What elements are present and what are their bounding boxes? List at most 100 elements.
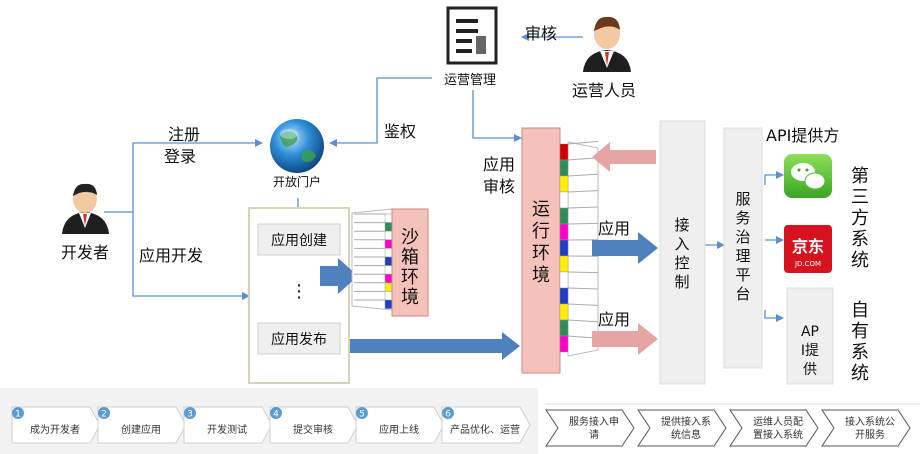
publish-to-runtime-arrow — [350, 332, 520, 360]
sandbox-char-1: 沙 — [401, 227, 419, 248]
step-chevron — [97, 406, 187, 444]
process-arrow — [637, 409, 727, 447]
process-step-line1: 运维人员配 — [753, 415, 803, 428]
process-step-line2: 统信息 — [671, 428, 701, 441]
runtime-row-marker — [559, 335, 569, 353]
dev-box: 应用创建 ⋮ 应用发布 — [248, 207, 350, 384]
process-arrow — [545, 409, 635, 447]
process-step-line2: 请 — [589, 428, 599, 441]
runtime-row-marker — [559, 223, 569, 241]
step-chevron — [11, 406, 101, 444]
step-label: 成为开发者 — [30, 423, 80, 436]
app-dev-label: 应用开发 — [139, 246, 203, 265]
gov-char-2: 务 — [735, 209, 750, 227]
sandbox-row-marker — [384, 222, 393, 232]
dev-to-portal-line — [104, 139, 263, 213]
runtime-char-2: 行 — [532, 221, 550, 242]
step-badge — [356, 407, 368, 419]
developer-icon — [62, 183, 109, 234]
sandbox-row-marker — [384, 239, 393, 249]
sandbox-row-marker — [384, 213, 393, 223]
ops-to-portal-line — [329, 77, 432, 147]
own-api-line-1: AP — [801, 324, 819, 340]
sandbox-row-marker — [384, 248, 393, 258]
own-api-line-2: I提 — [801, 343, 819, 359]
sandbox-row-marker — [384, 256, 393, 266]
runtime-row-marker — [559, 303, 569, 321]
register-label-1: 注册 — [168, 125, 200, 144]
gov-char-4: 理 — [735, 247, 750, 265]
own-system-char-2: 有 — [851, 321, 869, 342]
incoming-pink-arrow — [592, 142, 656, 172]
review-label: 审核 — [525, 24, 557, 43]
step-label: 创建应用 — [121, 423, 161, 436]
process-step-line2: 开服务 — [855, 428, 885, 441]
step-item-1: 1 成为开发者 — [11, 406, 101, 444]
runtime-char-1: 运 — [532, 199, 550, 220]
process-step-line1: 接入系统公 — [845, 415, 895, 428]
sandbox-char-3: 环 — [401, 267, 419, 288]
authenticate-label: 鉴权 — [384, 122, 416, 141]
step-number: 2 — [101, 410, 107, 420]
sandbox-row-marker — [384, 282, 393, 292]
wechat-icon — [784, 154, 832, 198]
ellipsis-mark: ⋮ — [290, 281, 308, 302]
runtime-to-access-blue-arrow — [592, 232, 658, 264]
step-number: 3 — [187, 410, 193, 420]
runtime-env: 运 行 环 境 — [521, 127, 599, 374]
runtime-row-marker — [559, 207, 569, 225]
register-label-2: 登录 — [164, 147, 196, 166]
ops-person-icon — [583, 16, 631, 72]
step-chevron — [441, 406, 531, 444]
step-badge — [98, 407, 110, 419]
runtime-row-line — [567, 157, 599, 161]
jd-logo-subtext: JD.COM — [794, 260, 821, 268]
sandbox: 沙 箱 环 境 — [351, 208, 429, 317]
step-number: 1 — [15, 410, 21, 420]
runtime-row-line — [567, 222, 599, 225]
step-label: 应用上线 — [379, 423, 419, 436]
ops-person-label: 运营人员 — [572, 81, 636, 100]
connector-lines — [104, 33, 784, 322]
app-review-label-1: 应用 — [483, 155, 515, 174]
gov-char-1: 服 — [735, 190, 750, 208]
sandbox-row-marker — [384, 230, 393, 241]
gov-char-5: 平 — [735, 266, 750, 284]
document-icon — [446, 6, 498, 65]
step-chevron — [355, 406, 445, 444]
sandbox-row-marker — [384, 291, 393, 301]
step-badge — [12, 407, 24, 419]
developer-label: 开发者 — [61, 243, 109, 262]
ops-manage-label: 运营管理 — [444, 73, 496, 88]
third-party-char-4: 系 — [851, 229, 869, 250]
runtime-row-marker — [559, 287, 569, 305]
runtime-row-marker — [559, 175, 569, 193]
runtime-row-marker — [559, 239, 569, 257]
runtime-row-line — [567, 303, 599, 306]
third-party-char-5: 统 — [851, 250, 869, 271]
runtime-char-4: 境 — [532, 265, 550, 286]
jd-logo: 京东 JD.COM — [784, 225, 832, 273]
process-arrow — [729, 409, 819, 447]
own-system-label: 自 有 系 统 — [851, 300, 869, 384]
sandbox-row-marker — [384, 265, 393, 275]
own-system-char-4: 统 — [851, 363, 869, 384]
access-char-2: 入 — [674, 235, 689, 253]
create-to-sandbox-arrow — [320, 258, 358, 294]
publish-app-button[interactable] — [257, 322, 341, 355]
jd-logo-text: 京东 — [792, 237, 824, 256]
process-step-line1: 提供接入系 — [661, 415, 711, 428]
gov-to-wechat-line — [764, 171, 784, 185]
create-app-button[interactable] — [257, 223, 341, 256]
runtime-row-marker — [559, 191, 569, 209]
third-party-char-2: 三 — [851, 187, 869, 208]
runtime-row-line — [567, 206, 599, 209]
